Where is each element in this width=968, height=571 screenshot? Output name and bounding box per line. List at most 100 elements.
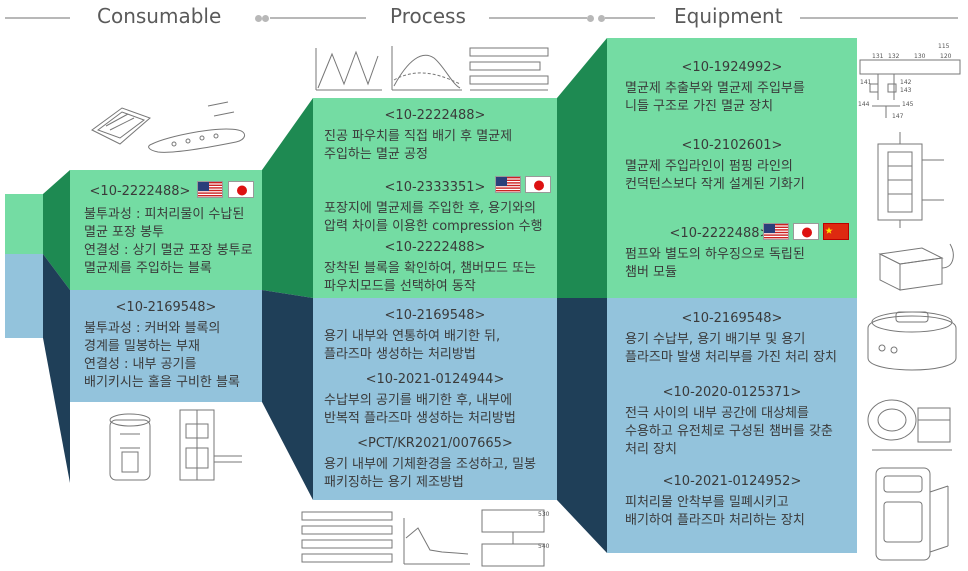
header-dot bbox=[262, 15, 269, 22]
desc-line: 연결성 : 상기 멸균 포장 봉투로 bbox=[84, 243, 253, 258]
desc-line: 컨덕턴스보다 작게 설계된 기화기 bbox=[625, 177, 805, 192]
desc-line: 수납부의 공기를 배기한 후, 내부에 bbox=[324, 393, 513, 408]
process-top-card bbox=[313, 98, 557, 298]
cabinet-sketch bbox=[875, 467, 949, 561]
desc-line: 멸균제 주입라인이 펌핑 라인의 bbox=[625, 159, 793, 174]
process-desc: 용기 내부에 기체환경을 조성하고, 밀봉 패키징하는 용기 제조방법 bbox=[324, 456, 556, 492]
patent-number: <10-2222488> bbox=[384, 240, 486, 255]
connector-green bbox=[43, 170, 70, 290]
device-cutaway-sketch bbox=[109, 409, 242, 481]
desc-line: 패키징하는 용기 제조방법 bbox=[324, 475, 464, 490]
header-line bbox=[800, 17, 958, 19]
electrode-chamber-sketch bbox=[867, 399, 952, 451]
desc-line: 용기 내부에 기체환경을 조성하고, 밀봉 bbox=[324, 457, 537, 472]
equipment-desc: 펌프와 별도의 하우징으로 독립된 챔버 모듈 bbox=[625, 246, 855, 282]
header-line bbox=[489, 17, 587, 19]
equipment-desc: 멸균제 주입라인이 펌핑 라인의 컨덕턴스보다 작게 설계된 기화기 bbox=[625, 158, 855, 194]
us-flag-icon bbox=[495, 176, 521, 193]
part-label: 144 bbox=[858, 101, 870, 108]
desc-line: 연결성 : 내부 공기를 bbox=[84, 357, 197, 372]
part-label: 131 bbox=[872, 53, 884, 60]
desc-line: 진공 파우치를 직접 배기 후 멸균제 bbox=[324, 129, 513, 144]
desc-line: 배기하여 플라즈마 처리하는 장치 bbox=[625, 513, 805, 528]
us-flag-icon bbox=[763, 223, 789, 240]
desc-line: 펌프와 별도의 하우징으로 독립된 bbox=[625, 247, 805, 262]
process-desc: 포장지에 멸균제를 주입한 후, 용기와의 압력 차이를 이용한 compres… bbox=[324, 200, 556, 236]
desc-line: 파우치모드를 선택하여 동작 bbox=[324, 279, 476, 294]
equipment-desc: 멸균제 추출부와 멸균제 주입부를 니들 구조로 가진 멸균 장치 bbox=[625, 80, 855, 116]
patent-number: <10-2222488> bbox=[669, 226, 771, 241]
header-line bbox=[605, 17, 655, 19]
equipment-desc: 피처리물 안착부를 밀폐시키고 배기하여 플라즈마 처리하는 장치 bbox=[625, 494, 857, 530]
header-line bbox=[270, 17, 366, 19]
part-label: 130 bbox=[914, 53, 926, 60]
pouch-block-sketch bbox=[91, 101, 245, 153]
processing-device-sketch bbox=[867, 311, 957, 371]
desc-line: 전극 사이의 내부 공간에 대상체를 bbox=[625, 406, 809, 421]
patent-number: <10-2333351> bbox=[384, 180, 486, 195]
part-label: 115 bbox=[938, 43, 950, 50]
desc-line: 압력 차이를 이용한 compression 수행 bbox=[324, 219, 543, 234]
process-desc: 용기 내부와 연통하여 배기한 뒤, 플라즈마 생성하는 처리방법 bbox=[324, 328, 556, 364]
desc-line: 장착된 블록을 확인하여, 챔버모드 또는 bbox=[324, 261, 537, 276]
vaporizer-sketch bbox=[877, 132, 944, 228]
stub-green bbox=[5, 194, 43, 254]
process-bottom-card bbox=[313, 298, 557, 500]
desc-line: 처리 장치 bbox=[625, 442, 677, 457]
header-line bbox=[5, 17, 70, 19]
patent-number: <10-1924992> bbox=[681, 60, 783, 75]
desc-line: 경계를 밀봉하는 부재 bbox=[84, 339, 200, 354]
header-dot bbox=[587, 15, 594, 22]
part-label: 120 bbox=[940, 53, 952, 60]
desc-line: 포장지에 멸균제를 주입한 후, 용기와의 bbox=[324, 201, 537, 216]
desc-line: 니들 구조로 가진 멸균 장치 bbox=[625, 99, 774, 114]
patent-number: <10-2021-0124952> bbox=[662, 474, 802, 489]
desc-line: 반복적 플라즈마 생성하는 처리방법 bbox=[324, 411, 516, 426]
part-label: 142 bbox=[900, 79, 912, 86]
part-label: 132 bbox=[888, 53, 900, 60]
patent-number: <10-2222488> bbox=[384, 108, 486, 123]
connector-green bbox=[557, 38, 607, 298]
desc-line: 용기 수납부, 용기 배기부 및 용기 bbox=[625, 332, 806, 347]
chamber-module-sketch bbox=[878, 243, 954, 291]
desc-line: 주입하는 멸균 공정 bbox=[324, 147, 428, 162]
equipment-top-card bbox=[607, 38, 857, 298]
part-label: 147 bbox=[892, 113, 904, 120]
equipment-desc: 용기 수납부, 용기 배기부 및 용기 플라즈마 발생 처리부를 가진 처리 장… bbox=[625, 331, 857, 367]
desc-line: 피처리물 안착부를 밀폐시키고 bbox=[625, 495, 789, 510]
equipment-bottom-card bbox=[607, 298, 857, 553]
desc-line: 용기 내부와 연통하여 배기한 뒤, bbox=[324, 329, 501, 344]
flow-label: 530 bbox=[538, 511, 550, 518]
process-graphs-sketch bbox=[315, 46, 549, 91]
process-flowchart-sketch: 530 540 bbox=[301, 509, 550, 567]
jp-flag-icon bbox=[525, 176, 551, 193]
equipment-desc: 전극 사이의 내부 공간에 대상체를 수용하고 유전체로 구성된 챔버를 갖춘 … bbox=[625, 405, 857, 459]
desc-line: 배기키시는 홀을 구비한 블록 bbox=[84, 375, 240, 390]
connector-green bbox=[262, 98, 313, 298]
patent-number: <10-2021-0124944> bbox=[365, 372, 505, 387]
part-label: 141 bbox=[860, 79, 872, 86]
patent-number: <10-2020-0125371> bbox=[662, 385, 802, 400]
desc-line: 챔버 모듈 bbox=[625, 265, 677, 280]
connector-navy bbox=[262, 290, 313, 500]
desc-line: 멸균 포장 봉투 bbox=[84, 225, 165, 240]
patent-number: <10-2169548> bbox=[681, 311, 783, 326]
desc-line: 플라즈마 생성하는 처리방법 bbox=[324, 347, 476, 362]
consumable-top-desc: 불투과성 : 피처리물이 수납된 멸균 포장 봉투 연결성 : 상기 멸균 포장… bbox=[84, 206, 264, 278]
process-desc: 수납부의 공기를 배기한 후, 내부에 반복적 플라즈마 생성하는 처리방법 bbox=[324, 392, 556, 428]
header-dot bbox=[598, 15, 605, 22]
desc-line: 멸균제 추출부와 멸균제 주입부를 bbox=[625, 81, 805, 96]
patent-number: <10-2169548> bbox=[115, 300, 217, 315]
patent-number: <10-2102601> bbox=[681, 138, 783, 153]
equipment-schematic-sketch: 115 131 132 130 120 141 142 143 144 145 … bbox=[858, 43, 961, 120]
process-desc: 진공 파우치를 직접 배기 후 멸균제 주입하는 멸균 공정 bbox=[324, 128, 556, 164]
part-label: 145 bbox=[902, 101, 914, 108]
connector-navy bbox=[557, 298, 607, 553]
desc-line: 멸균제를 주입하는 블록 bbox=[84, 261, 212, 276]
part-label: 143 bbox=[900, 87, 912, 94]
patent-number: <10-2169548> bbox=[384, 308, 486, 323]
header-equipment-title: Equipment bbox=[674, 4, 783, 28]
desc-line: 불투과성 : 커버와 블록의 bbox=[84, 321, 221, 336]
consumable-bottom-card bbox=[70, 290, 262, 402]
